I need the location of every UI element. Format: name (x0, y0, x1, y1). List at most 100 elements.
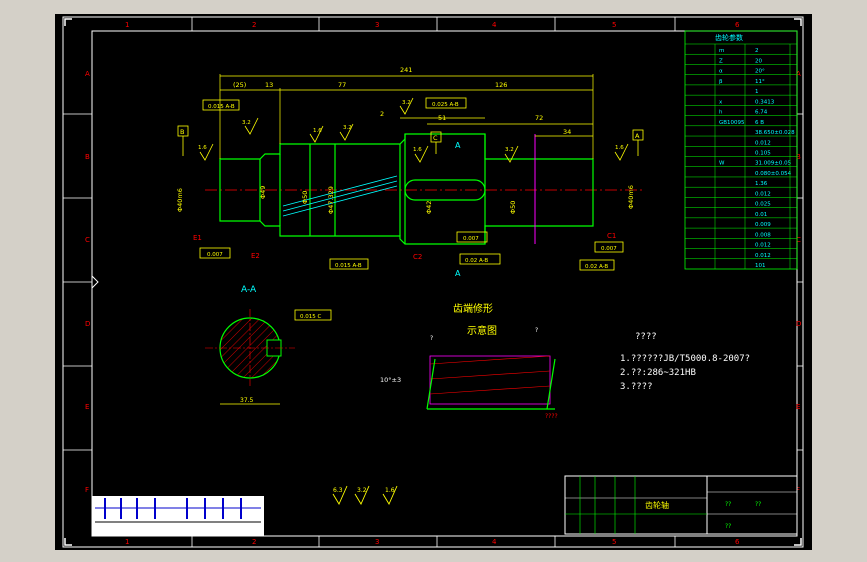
dim-d1: (25) (233, 81, 246, 89)
param-symbol: h (719, 110, 723, 116)
param-symbol: m (719, 48, 724, 54)
rough-5: 3.2 (402, 100, 411, 106)
params-title: 齿轮参数 (715, 33, 743, 42)
tooth-profile: 齿端修形 示意图 ? ? 10°±3 ???? (380, 302, 558, 420)
rough-general-1: 6.3 (333, 487, 343, 494)
tol-runout-2: 0.025 A-B (432, 102, 459, 108)
dim-d7: 72 (535, 114, 543, 122)
zone-side-right-b: B (796, 153, 801, 161)
zone-bottom-5: 5 (612, 538, 616, 546)
param-value: 0.012 (755, 253, 771, 259)
datum-boxes (177, 125, 644, 156)
param-value: 0.012 (755, 243, 771, 249)
shaft-view (205, 133, 645, 245)
section-arrow-top: A (455, 141, 461, 150)
rough-7: 3.2 (505, 147, 514, 153)
dim-total: 241 (400, 66, 412, 74)
zone-bottom-2: 2 (252, 538, 256, 546)
part-name: 齿轮轴 (645, 500, 669, 510)
zone-side-d: D (85, 320, 90, 328)
param-value: 1 (755, 89, 759, 95)
dim-d2: 13 (265, 81, 273, 89)
notes-title: ???? (635, 332, 657, 342)
label-c1: C1 (607, 232, 616, 240)
zone-top-4: 4 (492, 21, 497, 29)
tol-sym: 0.02 A-B (465, 258, 488, 264)
zone-side-a: A (85, 70, 90, 78)
tol-runout-3: 0.015 A-B (335, 263, 362, 269)
section-title: A-A (241, 285, 257, 295)
dim-d4: 126 (495, 81, 507, 89)
profile-right: ? (535, 327, 538, 334)
section-arrow-bottom: A (455, 269, 461, 278)
param-value: 0.009 (755, 222, 771, 228)
zone-top-3: 3 (375, 21, 379, 29)
zone-side-right-f: F (796, 486, 800, 494)
general-roughness (332, 485, 398, 505)
param-value: 6 B (755, 120, 764, 126)
dim-d5: 2 (380, 110, 384, 118)
corner-marks (64, 18, 802, 546)
profile-title-1: 齿端修形 (453, 302, 493, 315)
zone-side-right-e: E (796, 403, 800, 411)
profile-title-2: 示意图 (467, 324, 497, 337)
section-aa: A-A 37.5 0.015 C (205, 285, 332, 405)
dim-d8: 34 (563, 128, 571, 136)
notes-line-1: 1.??????JB/T5000.8-2007? (620, 354, 751, 364)
param-value: 31.009±0.05 (755, 161, 792, 167)
zone-bottom-4: 4 (492, 538, 497, 546)
drawing-viewport[interactable]: 1 2 3 4 5 6 1 2 3 4 5 6 A B C D E F A B … (55, 14, 812, 550)
title-block: 齿轮轴 ?? ?? ?? (564, 475, 798, 535)
revision-block (92, 496, 264, 536)
sheet-border (62, 16, 804, 548)
dim-dia-left: Φ40m6 (176, 188, 184, 212)
dim-dia-right: Φ40m6 (627, 185, 635, 209)
param-value: 0.105 (755, 151, 771, 157)
param-symbol: α (719, 69, 723, 75)
dimension-lines (219, 74, 594, 159)
zone-bottom-6: 6 (735, 538, 740, 546)
cad-drawing: 1 2 3 4 5 6 1 2 3 4 5 6 A B C D E F A B … (62, 16, 804, 548)
dim-dia-mid: Φ49 (259, 186, 267, 199)
zone-ticks (63, 17, 803, 547)
tolerance-frames (199, 97, 624, 271)
roughness-marks (199, 97, 629, 163)
rough-1: 1.6 (198, 145, 207, 151)
dim-d6: 51 (438, 114, 446, 122)
param-value: 0.008 (755, 232, 771, 238)
rough-3: 1.6 (313, 128, 322, 134)
param-symbol: GB10095 (719, 120, 745, 126)
tb-drawing: ?? (725, 501, 731, 508)
param-value: 0.012 (755, 140, 771, 146)
param-value: 1.36 (755, 181, 768, 187)
tol-cyl-3: 0.007 (601, 246, 617, 252)
profile-left: ? (430, 335, 433, 342)
param-value: 11° (755, 79, 765, 85)
rough-2: 3.2 (242, 120, 251, 126)
dim-d3: 77 (338, 81, 346, 89)
notes-line-2: 2.??:286~321HB (620, 368, 696, 378)
tb-scale: ?? (755, 501, 761, 508)
rough-4: 3.2 (343, 125, 352, 131)
datum-a: A (635, 132, 640, 140)
tol-cyl-1: 0.007 (207, 252, 223, 258)
zone-top-2: 2 (252, 21, 256, 29)
profile-q: ???? (545, 413, 558, 420)
zone-side-b: B (85, 153, 90, 161)
zone-bottom-1: 1 (125, 538, 129, 546)
centering-mark (91, 274, 99, 290)
zone-top-5: 5 (612, 21, 616, 29)
label-e2: E2 (251, 252, 260, 260)
tol-parallel: 0.015 C (300, 314, 321, 320)
param-value: 0.025 (755, 202, 771, 208)
rough-general-2: 3.2 (357, 487, 367, 494)
zone-side-c: C (85, 236, 90, 244)
datum-b: B (180, 128, 184, 136)
zone-bottom-3: 3 (375, 538, 379, 546)
zone-side-f: F (85, 486, 89, 494)
param-symbol: Z (719, 58, 723, 64)
dim-dia-gear: Φ50 (301, 191, 309, 204)
rough-8: 1.6 (615, 145, 624, 151)
param-value: 0.012 (755, 191, 771, 197)
